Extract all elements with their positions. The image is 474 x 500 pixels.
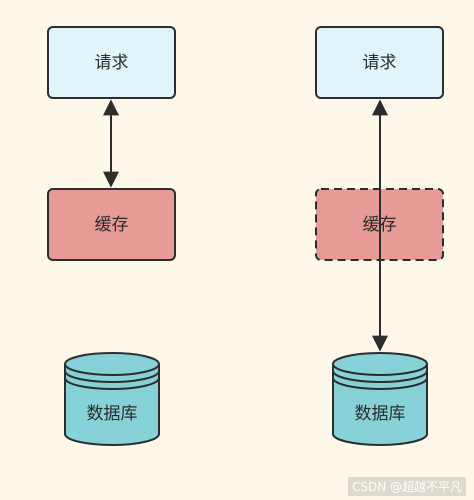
- left-cache-box: [47, 188, 176, 261]
- right-flow: 请求 缓存 数据库: [315, 26, 444, 446]
- right-database-label: 数据库: [355, 404, 406, 424]
- left-database-label: 数据库: [87, 404, 138, 424]
- left-request-box: [47, 26, 176, 99]
- right-database-cylinder: [332, 352, 428, 446]
- left-cache-label: 缓存: [95, 215, 129, 235]
- left-flow: 请求 缓存 数据库: [47, 26, 176, 446]
- right-request-label: 请求: [363, 53, 397, 73]
- right-request-box: [315, 26, 444, 99]
- csdn-watermark: CSDN @超越不平凡: [347, 477, 466, 496]
- left-request-label: 请求: [95, 53, 129, 73]
- left-database-cylinder: [64, 352, 160, 446]
